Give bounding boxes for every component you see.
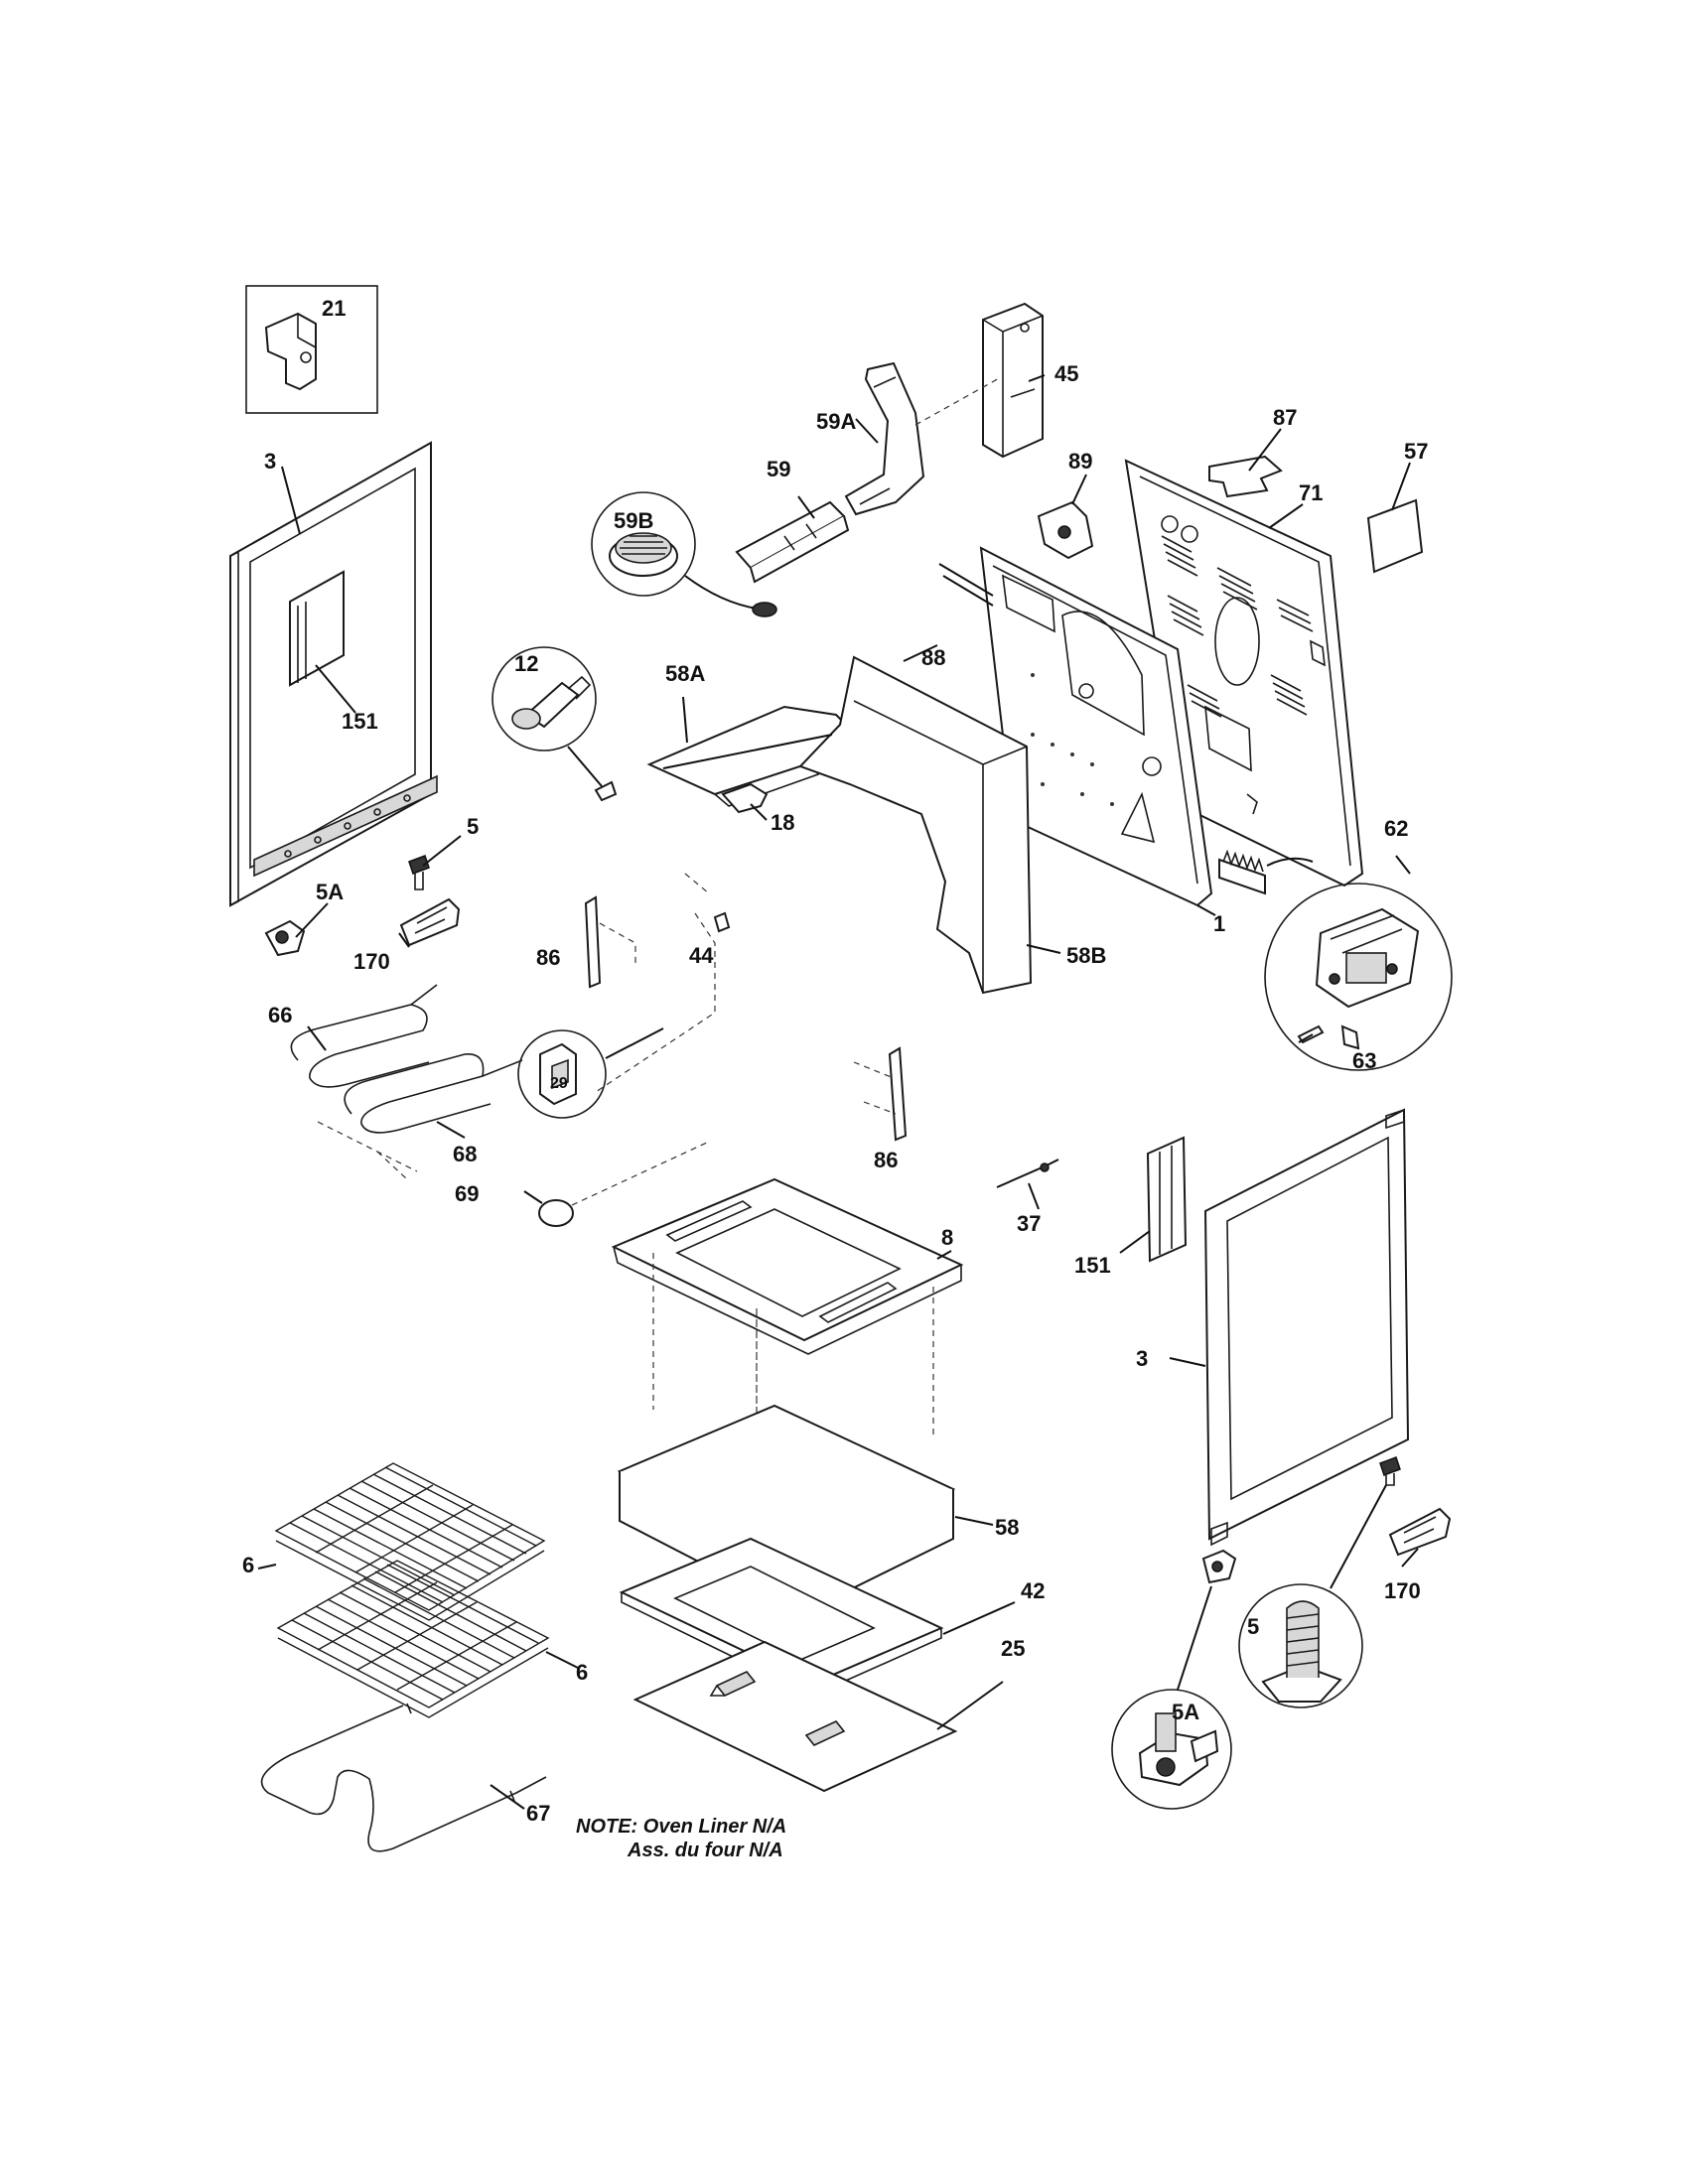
- label-63: 63: [1352, 1048, 1376, 1073]
- part-3-right-side-panel: [1203, 1108, 1410, 1547]
- label-42: 42: [1021, 1578, 1045, 1603]
- label-29: 29: [550, 1075, 568, 1092]
- part-37-probe: [996, 1159, 1059, 1188]
- part-86-bracket-mid: [853, 1046, 908, 1142]
- part-5-bottom-inset: [1238, 1484, 1387, 1708]
- part-5A-bottom-inset: [1111, 1689, 1232, 1810]
- label-58: 58: [995, 1515, 1019, 1540]
- part-151-left-bracket: [289, 570, 345, 687]
- label-3-right: 3: [1136, 1346, 1148, 1371]
- part-86-bracket-top: [584, 895, 636, 989]
- label-88: 88: [921, 645, 945, 670]
- part-29-inset: [517, 1027, 664, 1119]
- label-5A-top: 5A: [316, 880, 344, 904]
- part-87-clip: [1208, 455, 1283, 498]
- part-67-bake-element: [260, 1703, 547, 1852]
- label-1: 1: [1213, 911, 1225, 936]
- part-59A-duct: [844, 361, 925, 516]
- part-5-leveler-screw-top: [408, 855, 430, 890]
- part-170-bracket-top: [399, 897, 461, 947]
- label-151-right: 151: [1074, 1253, 1111, 1278]
- label-18: 18: [771, 810, 794, 835]
- label-57: 57: [1404, 439, 1428, 464]
- label-5A-bottom: 5A: [1172, 1700, 1199, 1724]
- part-58-insulation-block: [617, 1404, 956, 1616]
- part-6-upper-rack: [274, 1462, 546, 1621]
- part-58B-insulation: [798, 655, 1033, 995]
- part-3-left-side-panel: [229, 441, 438, 907]
- part-45-box: [982, 302, 1044, 459]
- label-69: 69: [455, 1181, 479, 1206]
- part-6-lower-rack: [276, 1560, 550, 1718]
- part-66-broil-element: [290, 984, 438, 1088]
- part-63-screw: [1298, 1024, 1360, 1050]
- label-151-left: 151: [342, 709, 378, 734]
- part-labels: 21 3 151 5 5A 170 59B 59 59A 45 89 87 57…: [242, 296, 1428, 1826]
- dash-45-59A: [914, 376, 1002, 426]
- label-58B: 58B: [1066, 943, 1106, 968]
- label-170-top: 170: [353, 949, 390, 974]
- label-21: 21: [322, 296, 346, 321]
- part-44-plug: [713, 911, 731, 933]
- label-66: 66: [268, 1003, 292, 1027]
- label-37: 37: [1017, 1211, 1041, 1236]
- part-151-right-bracket: [1146, 1136, 1188, 1263]
- label-59: 59: [767, 457, 790, 481]
- label-71: 71: [1299, 480, 1323, 505]
- label-8: 8: [941, 1225, 953, 1250]
- label-44: 44: [689, 943, 714, 968]
- label-67: 67: [526, 1801, 550, 1826]
- label-3-left: 3: [264, 449, 276, 474]
- wire-88: [938, 563, 994, 607]
- part-68-element: [344, 1053, 523, 1134]
- label-45: 45: [1054, 361, 1078, 386]
- part-25-base-plate: [632, 1640, 958, 1793]
- label-87: 87: [1273, 405, 1297, 430]
- label-68: 68: [453, 1142, 477, 1166]
- part-8-top-panel: [611, 1177, 964, 1355]
- label-86-top: 86: [536, 945, 560, 970]
- part-170-bracket-bottom: [1388, 1507, 1452, 1557]
- part-59-duct: [735, 500, 850, 584]
- part-59B-inset: [591, 491, 777, 617]
- note-line-1: NOTE: Oven Liner N/A: [576, 1816, 786, 1838]
- part-89-bracket: [1037, 500, 1094, 560]
- label-58A: 58A: [665, 661, 705, 686]
- part-57-plate: [1366, 498, 1424, 574]
- oven-liner-note: NOTE: Oven Liner N/A Ass. du four N/A: [576, 1816, 786, 1861]
- wire-58A: [662, 734, 833, 769]
- label-170-bottom: 170: [1384, 1578, 1421, 1603]
- part-62-terminal-block: [1218, 849, 1314, 895]
- label-59B: 59B: [614, 508, 653, 533]
- part-62-inset: [1264, 883, 1453, 1071]
- label-6-lower: 6: [576, 1660, 588, 1685]
- note-line-2: Ass. du four N/A: [627, 1840, 783, 1861]
- leader-lines: [257, 374, 1419, 1810]
- label-6-upper: 6: [242, 1553, 254, 1577]
- label-62: 62: [1384, 816, 1408, 841]
- label-86-mid: 86: [874, 1148, 898, 1172]
- part-5A-bracket-top: [264, 919, 306, 957]
- part-21-inset: [245, 285, 378, 414]
- label-25: 25: [1001, 1636, 1025, 1661]
- label-5-top: 5: [467, 814, 479, 839]
- part-18-clip: [721, 782, 769, 814]
- part-12-inset: [491, 646, 618, 802]
- label-59A: 59A: [816, 409, 856, 434]
- part-69-lens: [538, 1141, 710, 1227]
- part-5-leveler-screw-bottom: [1379, 1456, 1401, 1486]
- part-5A-bracket-bottom: [1177, 1549, 1237, 1691]
- label-5-bottom: 5: [1247, 1614, 1259, 1639]
- dash-68: [317, 1121, 418, 1180]
- guide-lines: [595, 873, 934, 1707]
- label-89: 89: [1068, 449, 1092, 474]
- label-12: 12: [514, 651, 538, 676]
